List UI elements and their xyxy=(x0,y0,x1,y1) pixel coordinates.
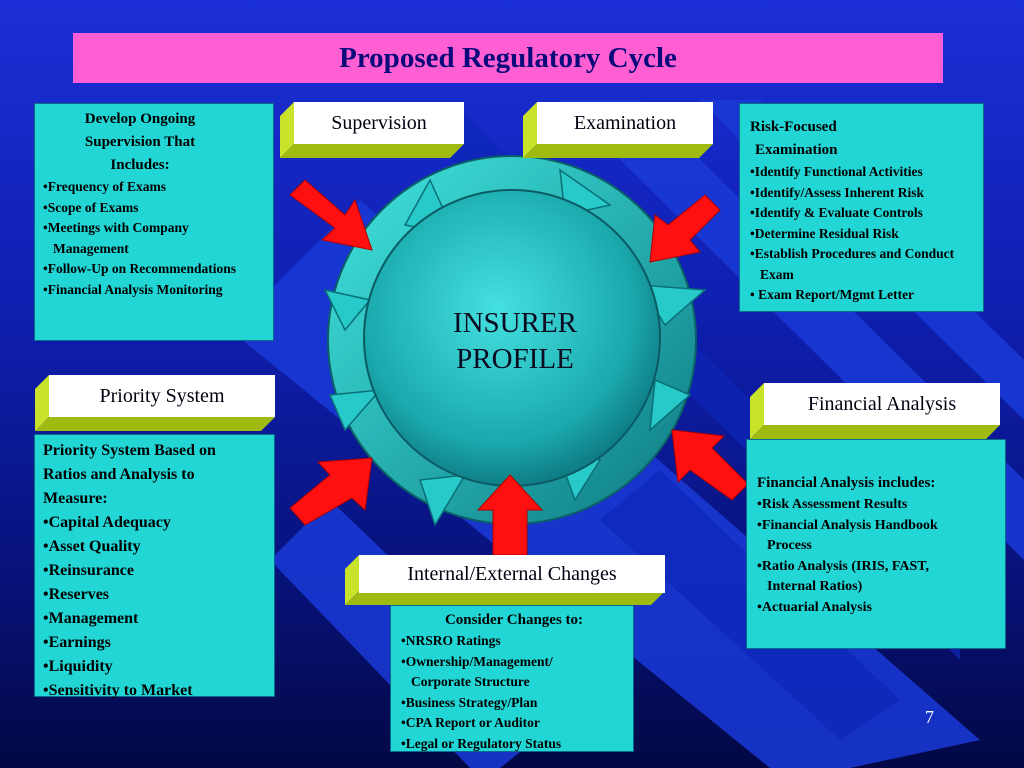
priority-system-box: Priority System Based on Ratios and Anal… xyxy=(34,434,275,699)
red-arrow xyxy=(289,457,373,526)
changes-label-text: Internal/External Changes xyxy=(359,555,665,593)
financial-header: Financial Analysis includes: xyxy=(757,475,936,491)
red-arrow xyxy=(476,474,544,556)
list-item: Liquidity xyxy=(43,655,268,679)
ring-arrowhead xyxy=(328,389,382,432)
list-item: Asset Quality xyxy=(43,535,268,559)
list-item: Capital Adequacy xyxy=(43,511,268,535)
list-item: Identify/Assess Inherent Risk xyxy=(750,183,977,204)
list-item: Frequency of Exams xyxy=(43,177,267,198)
red-arrow xyxy=(289,179,373,251)
supervision-label: Supervision xyxy=(280,102,464,158)
ring-arrowhead xyxy=(323,288,372,332)
supervision-box: Develop Ongoing Supervision That Include… xyxy=(34,103,274,341)
financial-list: Risk Assessment Results Financial Analys… xyxy=(757,495,999,618)
center-line-2: PROFILE xyxy=(456,343,574,375)
list-item: Meetings with Company Management xyxy=(43,218,267,259)
list-item: Actuarial Analysis xyxy=(757,598,999,619)
list-item: Sensitivity to Market xyxy=(43,679,268,703)
examination-label-text: Examination xyxy=(537,102,713,144)
priority-header: Priority System Based on Ratios and Anal… xyxy=(43,442,216,507)
insurer-profile-label: INSURER PROFILE xyxy=(410,305,620,377)
list-item: CPA Report or Auditor xyxy=(401,713,627,734)
ring-arrowhead xyxy=(649,378,692,432)
changes-list: NRSRO Ratings Ownership/Management/ Corp… xyxy=(401,631,627,754)
supervision-label-text: Supervision xyxy=(294,102,464,144)
list-item: NRSRO Ratings xyxy=(401,631,627,652)
list-item: Ratio Analysis (IRIS, FAST, Internal Rat… xyxy=(757,557,999,598)
list-item: Business Strategy/Plan xyxy=(401,693,627,714)
list-item: Identify & Evaluate Controls xyxy=(750,203,977,224)
examination-list: Identify Functional Activities Identify/… xyxy=(750,162,977,306)
examination-label: Examination xyxy=(523,102,713,158)
priority-list: Capital Adequacy Asset Quality Reinsuran… xyxy=(43,511,268,703)
list-item: Reserves xyxy=(43,583,268,607)
examination-box: Risk-Focused Examination Identify Functi… xyxy=(739,103,984,312)
priority-system-label: Priority System xyxy=(35,375,275,431)
examination-header: Risk-Focused Examination xyxy=(750,119,838,158)
ring-arrowhead xyxy=(418,474,467,527)
list-item: Management xyxy=(43,607,268,631)
red-arrow xyxy=(649,194,721,263)
financial-analysis-label-text: Financial Analysis xyxy=(764,383,1000,425)
list-item: Earnings xyxy=(43,631,268,655)
list-item: Establish Procedures and Conduct Exam xyxy=(750,244,977,285)
list-item: Risk Assessment Results xyxy=(757,495,999,516)
list-item: Follow-Up on Recommendations xyxy=(43,259,267,280)
supervision-header: Develop Ongoing Supervision That Include… xyxy=(84,111,196,173)
list-item: Legal or Regulatory Status xyxy=(401,734,627,755)
red-arrow xyxy=(671,429,749,501)
title-bar: Proposed Regulatory Cycle xyxy=(73,33,943,83)
list-item: Reinsurance xyxy=(43,559,268,583)
page-title: Proposed Regulatory Cycle xyxy=(339,41,677,74)
financial-analysis-label: Financial Analysis xyxy=(750,383,1000,439)
changes-label: Internal/External Changes xyxy=(345,555,665,605)
list-item: Scope of Exams xyxy=(43,198,267,219)
list-item: Identify Functional Activities xyxy=(750,162,977,183)
list-item: Ownership/Management/ Corporate Structur… xyxy=(401,652,627,693)
list-item: Determine Residual Risk xyxy=(750,224,977,245)
changes-box: Consider Changes to: NRSRO Ratings Owner… xyxy=(390,605,634,752)
page-number: 7 xyxy=(925,707,934,727)
center-line-1: INSURER xyxy=(452,307,578,339)
list-item: Exam Report/Mgmt Letter xyxy=(750,285,977,306)
supervision-list: Frequency of Exams Scope of Exams Meetin… xyxy=(43,177,267,300)
changes-header: Consider Changes to: xyxy=(444,612,584,628)
priority-system-label-text: Priority System xyxy=(49,375,275,417)
list-item: Financial Analysis Monitoring xyxy=(43,280,267,301)
list-item: Financial Analysis Handbook Process xyxy=(757,516,999,557)
financial-analysis-box: Financial Analysis includes: Risk Assess… xyxy=(746,439,1006,649)
